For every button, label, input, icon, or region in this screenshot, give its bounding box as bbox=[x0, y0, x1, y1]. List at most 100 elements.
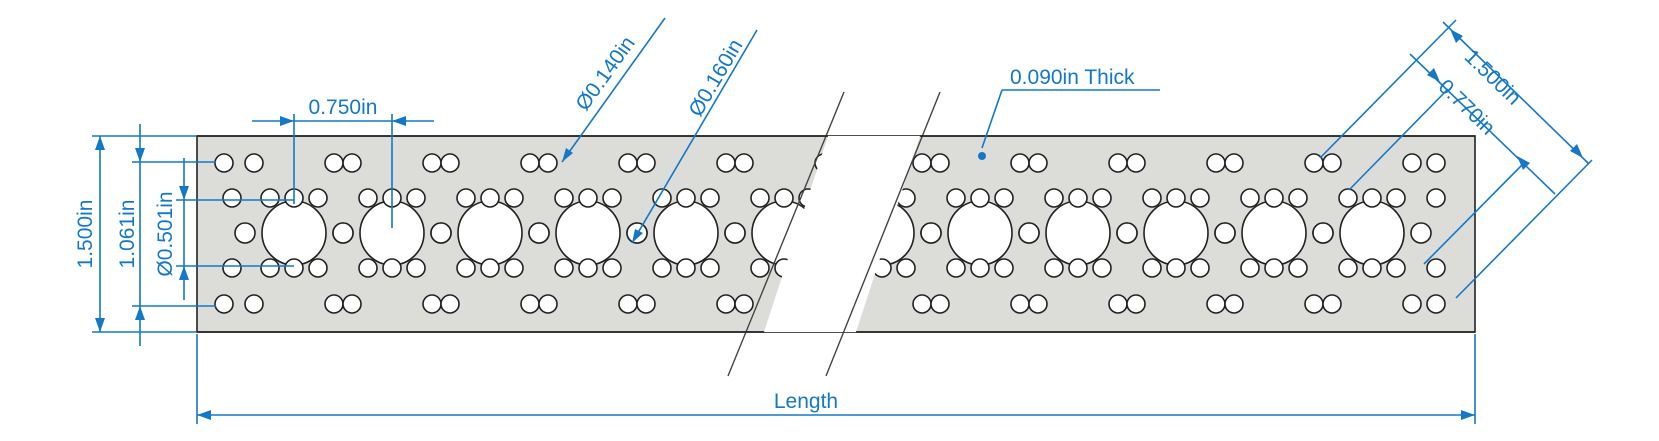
small-hole bbox=[1386, 188, 1406, 208]
small-hole bbox=[1166, 258, 1186, 278]
medium-hole bbox=[430, 222, 452, 244]
small-hole bbox=[912, 294, 932, 314]
thickness-leader-dot bbox=[978, 152, 986, 160]
height-inner-label: 1.061in bbox=[116, 200, 139, 269]
large-hole bbox=[1339, 200, 1405, 266]
small-hole bbox=[774, 188, 794, 208]
medium-hole bbox=[1410, 222, 1432, 244]
small-hole bbox=[912, 153, 932, 173]
large-hole bbox=[261, 200, 327, 266]
small-hole bbox=[1224, 294, 1244, 314]
small-hole bbox=[716, 294, 736, 314]
small-hole bbox=[750, 258, 770, 278]
length-label: Length bbox=[774, 390, 838, 413]
medium-hole bbox=[528, 222, 550, 244]
small-hole bbox=[1240, 188, 1260, 208]
dimension-height-overall: 1.500in bbox=[74, 135, 196, 333]
large-hole bbox=[1045, 200, 1111, 266]
small-hole bbox=[734, 153, 754, 173]
small-hole bbox=[1426, 294, 1446, 314]
small-hole bbox=[1402, 294, 1422, 314]
dimension-length: Length bbox=[196, 334, 1476, 424]
large-hole bbox=[653, 200, 719, 266]
small-hole bbox=[1206, 153, 1226, 173]
large-hole bbox=[947, 200, 1013, 266]
small-hole bbox=[1224, 153, 1244, 173]
small-hole bbox=[554, 258, 574, 278]
small-hole bbox=[260, 188, 280, 208]
small-hole bbox=[1142, 188, 1162, 208]
medium-hole bbox=[332, 222, 354, 244]
small-hole bbox=[578, 188, 598, 208]
small-hole bbox=[602, 188, 622, 208]
small-hole bbox=[578, 258, 598, 278]
medium-hole bbox=[1312, 222, 1334, 244]
small-hole bbox=[284, 258, 304, 278]
diameter-symbol: Ø bbox=[154, 260, 177, 276]
small-hole bbox=[358, 188, 378, 208]
small-hole bbox=[222, 258, 242, 278]
medium-hole-label: Ø0.160in bbox=[684, 35, 747, 120]
break-gap bbox=[197, 91, 1475, 377]
small-hole bbox=[308, 188, 328, 208]
small-hole bbox=[636, 294, 656, 314]
small-hole bbox=[554, 188, 574, 208]
medium-hole bbox=[920, 222, 942, 244]
small-hole bbox=[1338, 188, 1358, 208]
large-hole-label: Ø0.501in bbox=[154, 191, 177, 276]
small-hole bbox=[896, 258, 916, 278]
small-hole bbox=[406, 258, 426, 278]
small-hole bbox=[324, 294, 344, 314]
small-hole bbox=[1126, 294, 1146, 314]
small-hole bbox=[222, 188, 242, 208]
small-hole bbox=[1362, 188, 1382, 208]
small-hole bbox=[602, 258, 622, 278]
small-hole bbox=[504, 258, 524, 278]
small-hole bbox=[1028, 294, 1048, 314]
small-hole bbox=[342, 153, 362, 173]
hole-spacing-label: 0.750in bbox=[309, 96, 378, 119]
small-hole bbox=[1092, 258, 1112, 278]
small-hole bbox=[994, 258, 1014, 278]
hole-pattern bbox=[214, 153, 1446, 314]
small-hole bbox=[700, 258, 720, 278]
small-hole bbox=[1044, 258, 1064, 278]
small-hole bbox=[930, 294, 950, 314]
small-hole bbox=[1190, 188, 1210, 208]
dimension-large-hole: Ø0.501in bbox=[154, 158, 294, 300]
small-hole bbox=[930, 153, 950, 173]
small-hole bbox=[382, 258, 402, 278]
small-hole bbox=[1190, 258, 1210, 278]
small-hole bbox=[1108, 153, 1128, 173]
small-hole bbox=[1028, 153, 1048, 173]
small-hole bbox=[946, 188, 966, 208]
dimension-hole-spacing: 0.750in bbox=[252, 96, 434, 228]
small-hole bbox=[1142, 258, 1162, 278]
small-hole bbox=[1126, 153, 1146, 173]
small-hole bbox=[1386, 258, 1406, 278]
small-hole bbox=[652, 188, 672, 208]
small-hole bbox=[456, 188, 476, 208]
medium-hole bbox=[1116, 222, 1138, 244]
small-hole bbox=[1426, 153, 1446, 173]
dimension-height-inner: 1.061in bbox=[116, 124, 216, 346]
height-overall-label: 1.500in bbox=[74, 200, 97, 269]
small-hole bbox=[734, 294, 754, 314]
small-hole bbox=[440, 294, 460, 314]
small-hole bbox=[520, 153, 540, 173]
small-hole bbox=[324, 153, 344, 173]
small-hole bbox=[1240, 258, 1260, 278]
small-hole bbox=[618, 153, 638, 173]
small-hole bbox=[700, 188, 720, 208]
small-hole bbox=[214, 294, 234, 314]
small-hole bbox=[358, 258, 378, 278]
small-hole bbox=[480, 258, 500, 278]
large-hole bbox=[457, 200, 523, 266]
large-hole-value: 0.501in bbox=[154, 191, 177, 260]
thickness-label: 0.090in Thick bbox=[1010, 66, 1135, 89]
small-hole bbox=[480, 188, 500, 208]
large-hole bbox=[1241, 200, 1307, 266]
small-hole bbox=[1338, 258, 1358, 278]
small-hole bbox=[1166, 188, 1186, 208]
